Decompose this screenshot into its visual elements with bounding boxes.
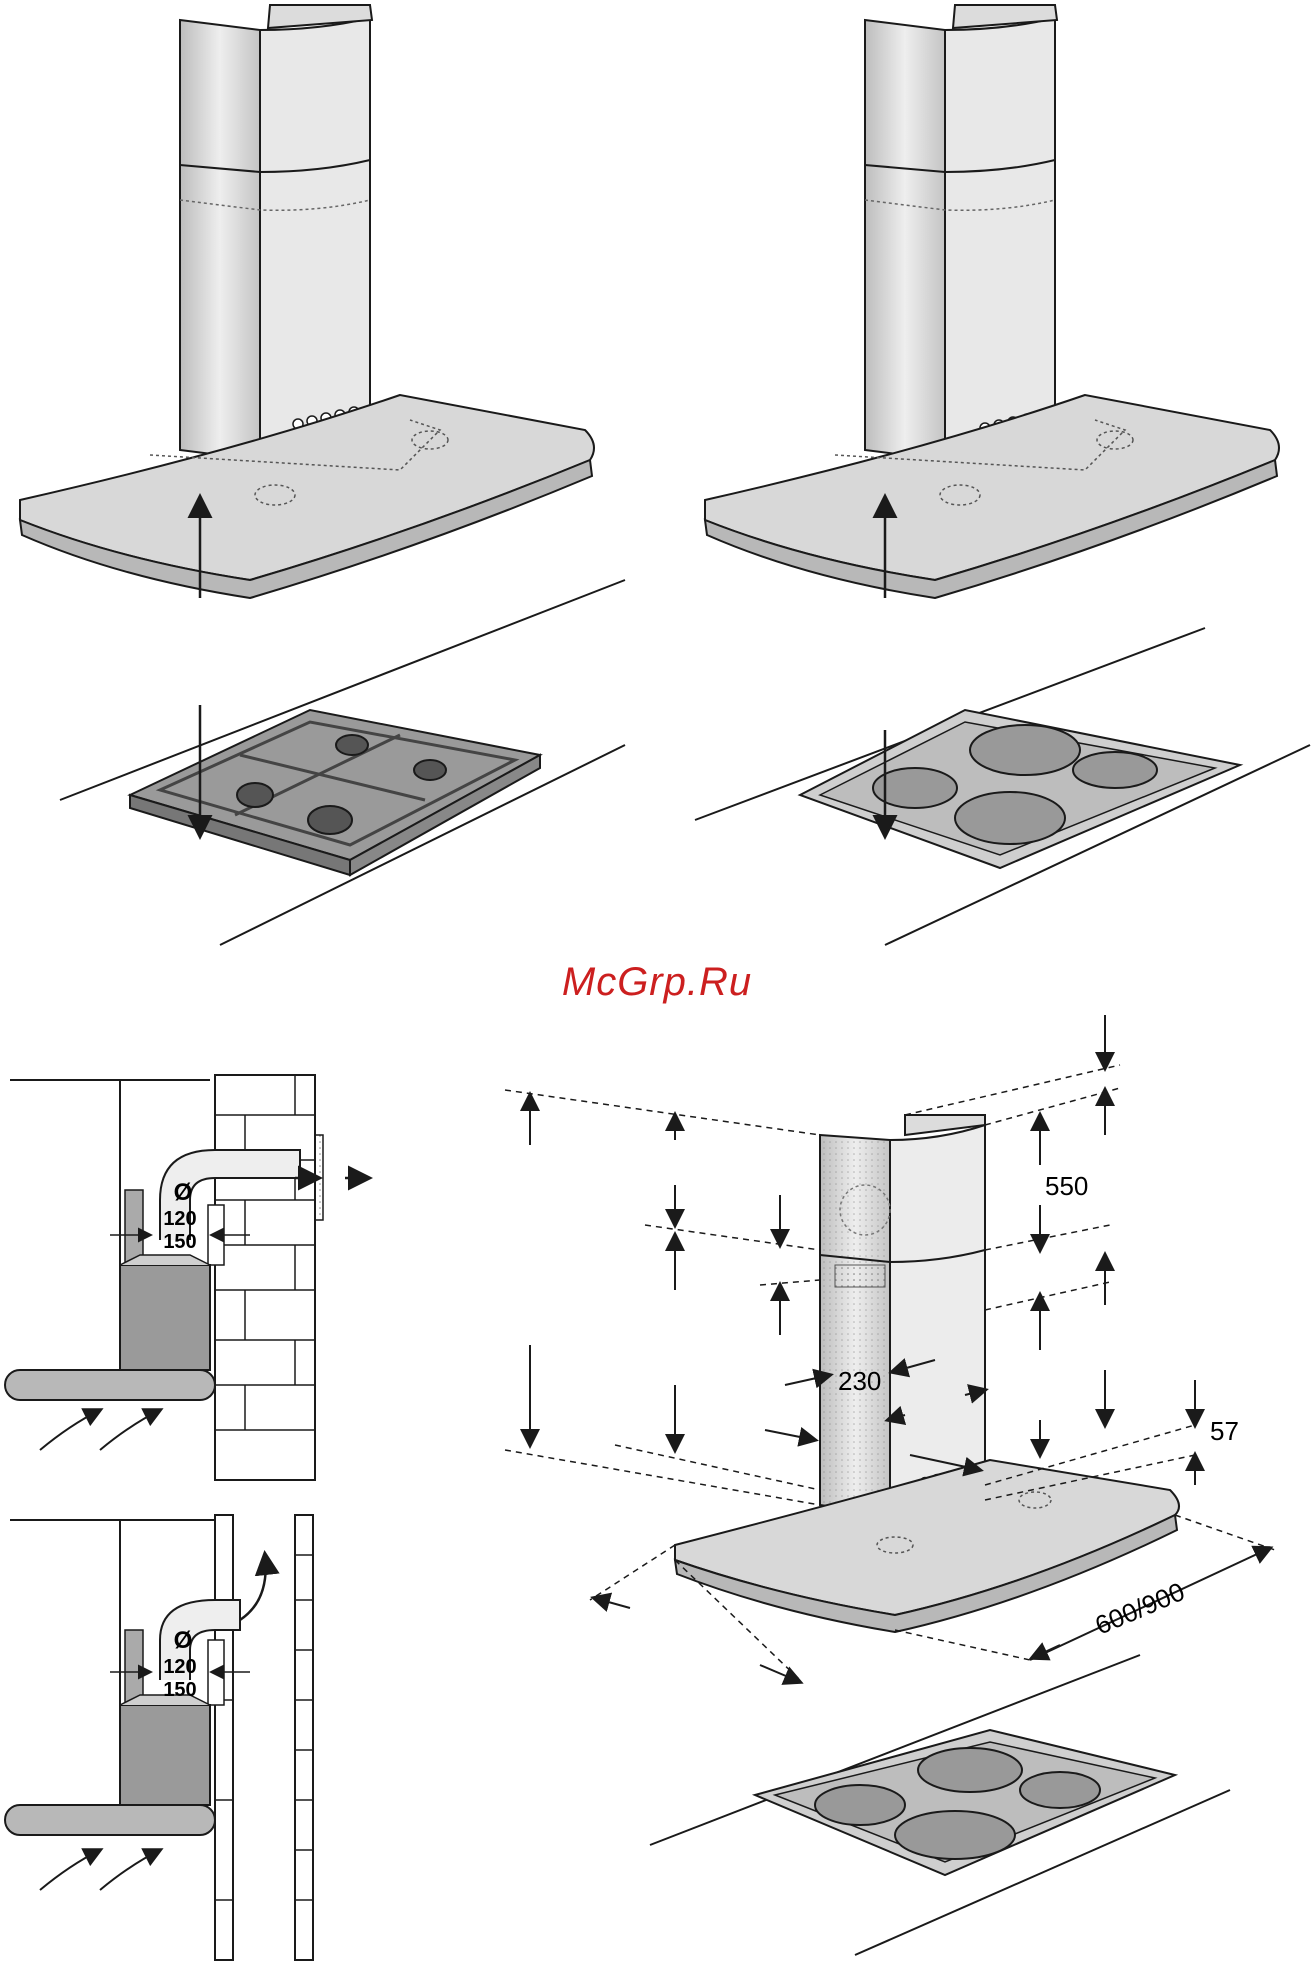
gas-hob	[130, 710, 540, 875]
dimension-width-label: 230	[838, 1366, 881, 1396]
duct-diagram-exterior-vent: Ø 120 150	[5, 1075, 368, 1480]
diameter-symbol: Ø	[174, 1179, 193, 1206]
dimension-hood-width-label: 600/900	[1091, 1576, 1189, 1640]
diameter-150: 150	[163, 1679, 196, 1701]
electric-hob	[800, 710, 1240, 868]
dimension-height-label: 550	[1045, 1171, 1088, 1201]
hood-dimensions-diagram: 550 230 57 600/900	[505, 1015, 1275, 1955]
duct-diagram-vertical-vent: Ø 120 150	[5, 1515, 313, 1960]
electric-hob	[755, 1730, 1175, 1875]
diameter-120: 120	[163, 1656, 196, 1678]
watermark-text: McGrp.Ru	[0, 960, 1314, 1005]
dimension-offset-label: 57	[1210, 1416, 1239, 1446]
diameter-150: 150	[163, 1231, 196, 1253]
hood-electric-hob-illustration	[695, 5, 1310, 945]
hood-gas-hob-illustration	[20, 5, 625, 945]
diameter-symbol: Ø	[174, 1627, 193, 1654]
diameter-120: 120	[163, 1208, 196, 1230]
